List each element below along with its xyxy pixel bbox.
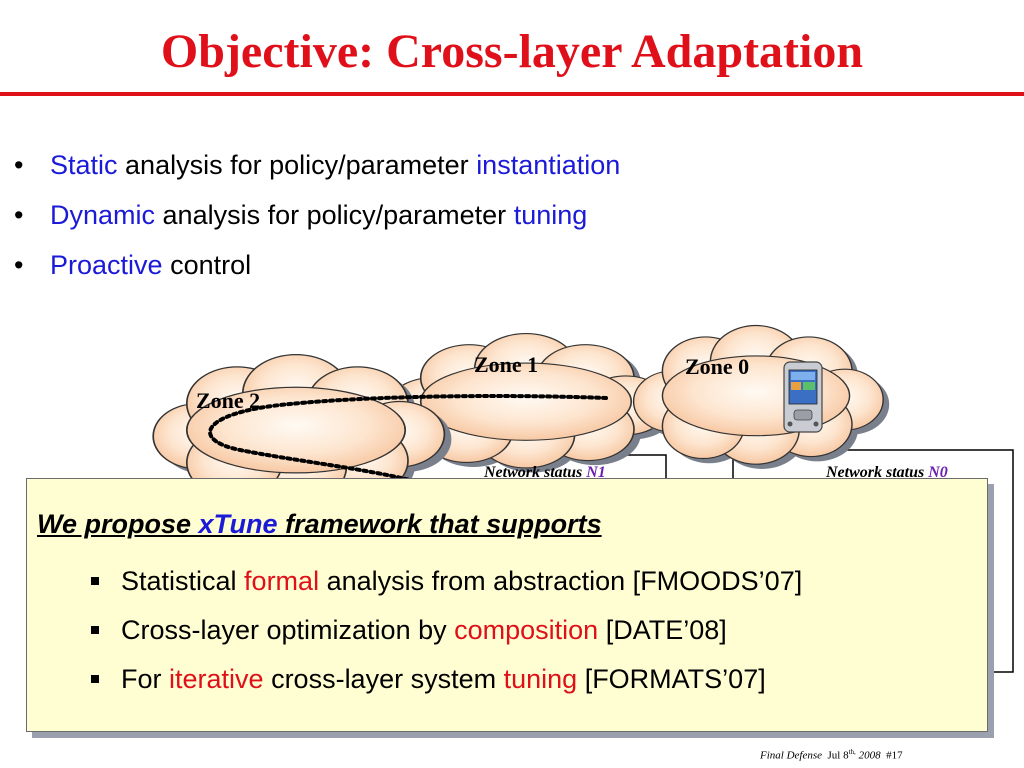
framework-name: xTune (198, 509, 278, 539)
footer-year: 2008 (858, 749, 881, 762)
item-text: [DATE’08] (598, 615, 727, 645)
network-status-value: N0 (928, 464, 948, 481)
bullet-keyword: Static (50, 150, 118, 180)
item-highlight: composition (454, 615, 599, 645)
pda-device-icon (783, 361, 823, 433)
network-status-label: Network status (484, 464, 587, 481)
item-highlight: iterative (169, 664, 264, 694)
slide-title: Objective: Cross-layer Adaptation (160, 25, 864, 78)
item-highlight: tuning (503, 664, 578, 694)
slide-footer: Final Defense Jul 8th, 2008 #17 (760, 748, 903, 762)
network-status-zone1: Network status N1 (484, 464, 606, 482)
bullet-text: analysis for policy/parameter (117, 150, 477, 180)
square-bullet-icon (91, 576, 99, 585)
square-bullet-icon (91, 625, 99, 634)
proposal-heading: We propose xTune framework that supports (37, 509, 602, 540)
item-text: Cross-layer optimization by (121, 615, 455, 645)
item-text: cross-layer system (263, 664, 504, 694)
item-text: Statistical (121, 566, 245, 596)
item-text: For (121, 664, 170, 694)
bullet-static: • Static analysis for policy/parameter in… (14, 140, 620, 190)
proposal-heading-post: framework that supports (277, 509, 602, 539)
item-highlight: formal (244, 566, 320, 596)
proposal-list: Statistical formal analysis from abstrac… (91, 557, 802, 704)
network-status-zone0: Network status N0 (826, 464, 948, 482)
proposal-callout: We propose xTune framework that supports… (26, 478, 988, 732)
bullet-keyword: tuning (513, 200, 588, 230)
bullet-text: analysis for policy/parameter (155, 200, 514, 230)
bullet-dynamic: • Dynamic analysis for policy/parameter t… (14, 190, 620, 240)
proposal-item: Cross-layer optimization by composition … (91, 606, 802, 655)
item-text: analysis from abstraction [FMOODS’07] (319, 566, 803, 596)
network-status-label: Network status (826, 464, 929, 481)
square-bullet-icon (91, 674, 99, 683)
bullet-dot: • (14, 150, 24, 180)
item-text: [FORMATS’07] (577, 664, 766, 694)
proposal-heading-pre: We propose (37, 509, 199, 539)
footer-date-suffix: th, (848, 748, 856, 756)
bullet-dot: • (14, 200, 24, 230)
footer-event: Final Defense (760, 749, 823, 762)
bullet-dot: • (14, 250, 24, 280)
bullet-keyword: Proactive (50, 250, 163, 280)
bullet-keyword: Dynamic (50, 200, 156, 230)
bullet-list: • Static analysis for policy/parameter in… (14, 140, 620, 290)
title-underline (0, 92, 1024, 96)
zone-2-label: Zone 2 (196, 388, 261, 413)
zone-1-label: Zone 1 (474, 352, 539, 377)
footer-date: Jul 8 (827, 749, 849, 762)
cloud-icon (632, 324, 890, 469)
zone-0-label: Zone 0 (685, 354, 750, 379)
bullet-keyword: instantiation (476, 150, 621, 180)
proposal-item: Statistical formal analysis from abstrac… (91, 557, 802, 606)
proposal-item: For iterative cross-layer system tuning … (91, 655, 802, 704)
mobility-path (208, 394, 608, 482)
bullet-proactive: • Proactive control (14, 240, 620, 290)
bullet-text: control (162, 250, 252, 280)
network-status-value: N1 (586, 464, 606, 481)
slide-number: #17 (886, 749, 903, 762)
